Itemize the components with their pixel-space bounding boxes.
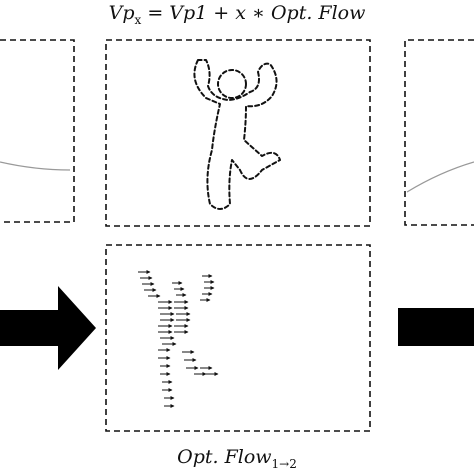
right-frame-top	[404, 39, 474, 226]
formula-bottom-base: Opt. Flow	[177, 446, 272, 468]
left-frame-top	[0, 39, 75, 223]
left-curve	[0, 161, 71, 171]
flow-vector-figure	[138, 270, 219, 408]
interpolation-formula: Vpx = Vp1 + x ∗ Opt. Flow	[0, 2, 474, 27]
formula-top-rhs: = Vp1 + x ∗ Opt. Flow	[141, 2, 366, 24]
formula-top-subscript: x	[134, 12, 142, 27]
dancing-figure-outline	[193, 59, 281, 210]
optical-flow-label: Opt. Flow1→2	[0, 446, 474, 471]
left-block-arrow	[0, 286, 96, 370]
formula-bottom-subscript: 1→2	[271, 456, 297, 471]
right-block-arrow	[398, 308, 474, 346]
interpolated-frame	[105, 39, 371, 227]
flow-frame	[105, 244, 371, 432]
formula-top-base: Vp	[108, 2, 135, 24]
right-curve	[406, 161, 474, 193]
